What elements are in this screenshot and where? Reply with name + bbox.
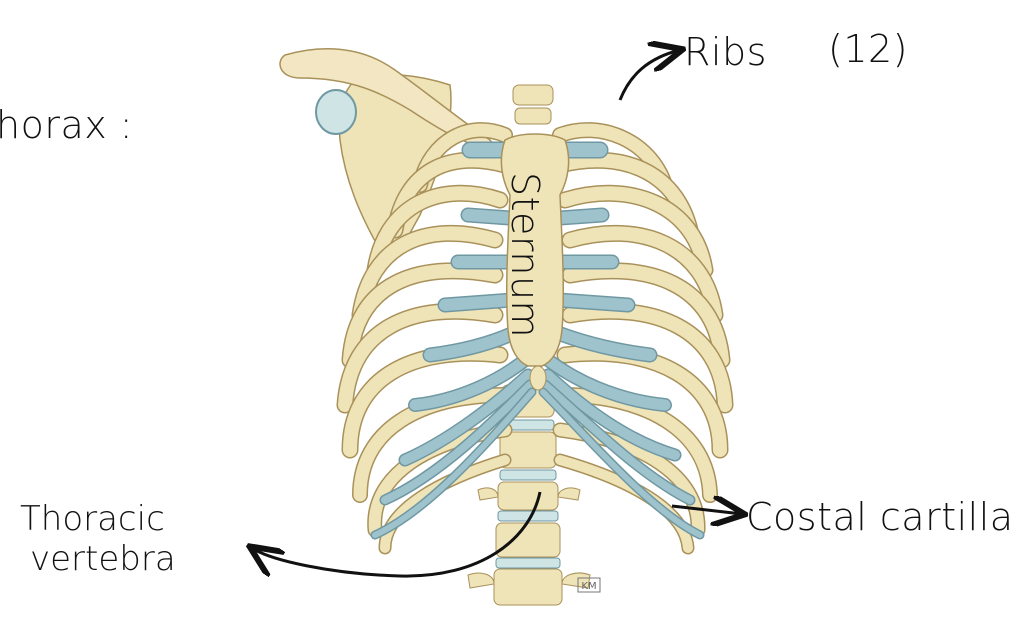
costal-label: Costal cartillage [746,495,1010,539]
thoracic-label-line1: Thoracic [20,499,165,539]
rib-cage-illustration: KM [280,49,725,605]
signature-text: KM [581,581,596,592]
xiphoid-process [530,366,546,390]
heading-thorax: horax : [0,103,133,147]
ribs-label: Ribs [684,30,767,74]
ribs-arrow [620,50,680,100]
thoracic-label-line2: vertebra [30,539,176,579]
humeral-head [316,90,356,134]
sternum-label: Sternum [503,172,547,338]
ribs-count-label: (12) [828,27,908,71]
artist-signature: KM [578,578,600,592]
costal-arrow [672,506,742,514]
